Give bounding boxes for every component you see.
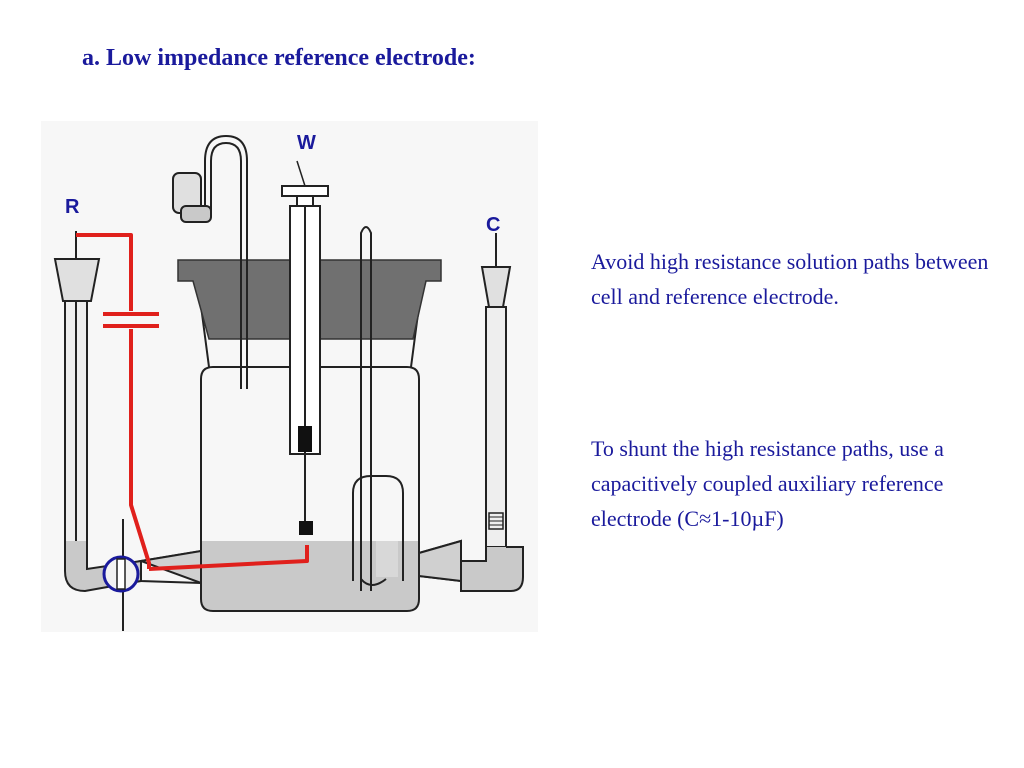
probe-tube bbox=[360, 226, 372, 591]
label-counter: C bbox=[486, 214, 500, 236]
right-side-arm bbox=[418, 539, 462, 583]
capacitor-circuit bbox=[76, 233, 309, 571]
electrochemical-cell-diagram: R W C bbox=[41, 121, 538, 632]
working-electrode bbox=[281, 160, 329, 535]
stopcock bbox=[102, 519, 140, 631]
label-reference: R bbox=[65, 196, 80, 218]
solution-fill bbox=[201, 541, 419, 611]
slide-title: a. Low impedance reference electrode: bbox=[82, 45, 476, 71]
label-working: W bbox=[297, 132, 316, 154]
gas-inlet-tube bbox=[172, 134, 248, 389]
counter-electrode-compartment bbox=[460, 233, 524, 592]
note-avoid-resistance: Avoid high resistance solution paths bet… bbox=[591, 249, 989, 309]
note-capacitive-shunt: To shunt the high resistance paths, use … bbox=[591, 436, 944, 531]
u-tube bbox=[352, 475, 404, 586]
cell-vessel bbox=[200, 305, 420, 612]
